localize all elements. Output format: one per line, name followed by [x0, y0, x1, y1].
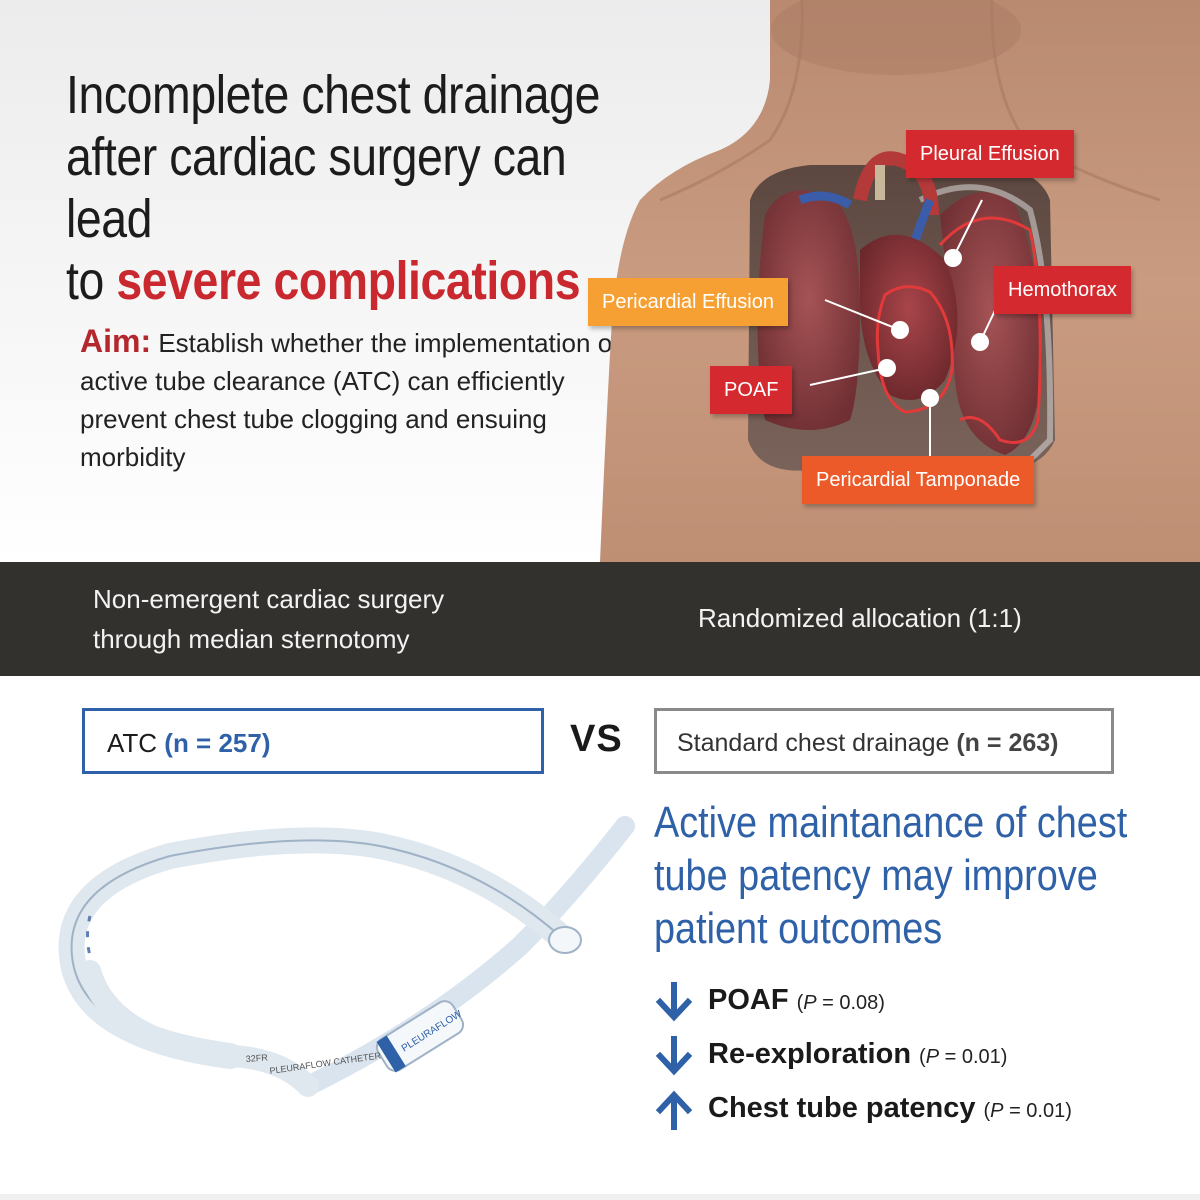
p-value: = 0.01 — [939, 1046, 1001, 1068]
headline: Incomplete chest drainage after cardiac … — [66, 64, 634, 312]
marker-pericardial-effusion — [891, 321, 909, 339]
study-design-band: Non-emergent cardiac surgery through med… — [0, 562, 1200, 676]
marker-pleural — [944, 249, 962, 267]
versus-label: VS — [570, 718, 623, 760]
chin-shadow — [771, 0, 1021, 75]
hero-section: Incomplete chest drainage after cardiac … — [0, 0, 1200, 562]
catheter-illustration: PLEURAFLOW 32FR PLEURAFLOW CATHETER — [58, 816, 635, 1097]
headline-accent: severe complications — [116, 251, 581, 311]
outcome-p-value: (P = 0.08) — [796, 992, 885, 1014]
callout-poaf: POAF — [710, 366, 793, 414]
arrow-down-icon — [656, 1036, 692, 1076]
p-label: P — [803, 992, 817, 1014]
results-section: ATC (n = 257) VS Standard chest drainage… — [0, 676, 1200, 1200]
p-value: = 0.01 — [1003, 1100, 1066, 1122]
standard-label: Standard chest drainage — [677, 729, 957, 757]
neck-left-contour — [659, 0, 804, 202]
marker-tamponade — [921, 389, 939, 407]
catheter-connector: PLEURAFLOW — [375, 1000, 464, 1073]
atc-label: ATC — [107, 728, 165, 758]
p-label: P — [925, 1046, 940, 1068]
catheter-tip — [548, 926, 582, 954]
outcome-p-value: (P = 0.01) — [919, 1046, 1008, 1068]
catheter-size-text: 32FR — [245, 1052, 268, 1064]
outcome-name-text: Re-exploration — [708, 1038, 912, 1070]
callout-pleural-effusion: Pleural Effusion — [906, 130, 1074, 178]
aim-statement: Aim: Establish whether the implementatio… — [80, 322, 620, 476]
catheter-lower-loop — [79, 960, 319, 1097]
outcome-p-value: (P = 0.01) — [983, 1100, 1072, 1122]
aim-label: Aim: — [80, 323, 152, 359]
outcome-name-text: Chest tube patency — [708, 1092, 976, 1124]
vein-left — [798, 191, 853, 209]
leader-pericardial-effusion — [824, 299, 901, 331]
aorta — [853, 151, 939, 216]
pericardium-outline — [875, 285, 954, 414]
standard-group-box: Standard chest drainage (n = 263) — [654, 708, 1114, 774]
allocation-text: Randomized allocation (1:1) — [698, 603, 1022, 633]
leader-poaf — [809, 367, 888, 386]
atc-group-box: ATC (n = 257) — [82, 708, 544, 774]
callout-hemothorax: Hemothorax — [994, 266, 1131, 314]
heart — [860, 234, 958, 400]
atc-n: (n = 257) — [164, 728, 271, 758]
outcome-name-text: POAF — [708, 984, 789, 1016]
marker-hemothorax — [971, 333, 989, 351]
population-text: Non-emergent cardiac surgery through med… — [93, 579, 563, 659]
population-line-2: through median sternotomy — [93, 624, 410, 654]
right-lung — [940, 192, 1042, 455]
outcome-name: Re-exploration (P = 0.01) — [708, 1038, 1007, 1071]
aim-text: Establish whether the implementation of … — [80, 328, 620, 472]
callout-pericardial-effusion: Pericardial Effusion — [588, 278, 788, 326]
arrow-up-icon — [656, 1090, 692, 1130]
outcome-name: Chest tube patency (P = 0.01) — [708, 1092, 1072, 1125]
outcome-name: POAF (P = 0.08) — [708, 984, 885, 1017]
p-value: = 0.08 — [816, 992, 879, 1014]
conclusion-text: Active maintanance of chest tube patency… — [654, 798, 1128, 953]
marker-poaf — [878, 359, 896, 377]
standard-n: (n = 263) — [956, 729, 1059, 757]
callout-pericardial-tamponade: Pericardial Tamponade — [802, 456, 1035, 504]
population-line-1: Non-emergent cardiac surgery — [93, 584, 445, 614]
headline-line-3-prefix: to — [66, 251, 117, 311]
headline-line-2: after cardiac surgery can lead — [66, 127, 567, 249]
p-label: P — [990, 1100, 1004, 1122]
catheter-tail — [298, 816, 635, 1096]
bottom-edge — [0, 1194, 1200, 1200]
arrow-down-icon — [656, 982, 692, 1022]
headline-line-1: Incomplete chest drainage — [66, 65, 600, 125]
right-pleural-space — [918, 184, 1054, 463]
leader-pleural — [952, 199, 983, 259]
hemothorax-outline — [938, 216, 1042, 444]
